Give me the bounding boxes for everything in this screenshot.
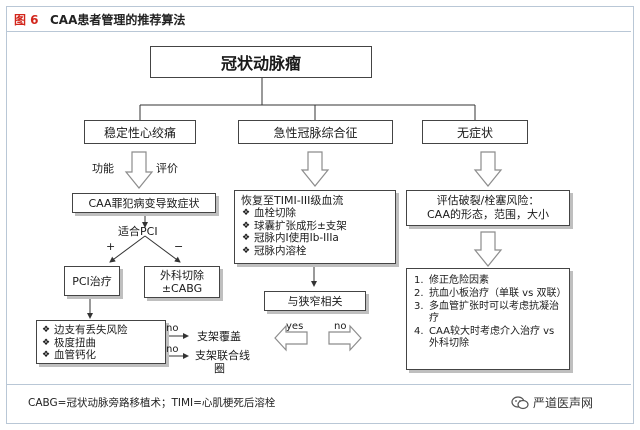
culprit-lesion-box: CAA罪犯病变导致症状	[72, 193, 216, 213]
hollow-arrow-no	[328, 324, 362, 352]
risk-assessment-box: 评估破裂/栓塞风险： CAA的形态，范围，大小	[406, 190, 570, 226]
acs-treatment-box: 恢复至TIMI-III级血流 ❖血栓切除 ❖球囊扩张成形±支架 ❖冠脉内I使用I…	[234, 190, 396, 264]
branch-acs: 急性冠脉综合征	[238, 120, 393, 144]
acs-step-item: ❖冠脉内溶栓	[242, 244, 307, 257]
figure-title: CAA患者管理的推荐算法	[50, 13, 186, 27]
footer-divider	[7, 384, 631, 385]
hollow-arrow-yes	[274, 324, 308, 352]
stent-cover-label: 支架覆盖	[197, 330, 241, 343]
wechat-icon	[511, 395, 529, 410]
surgery-line-1: 外科切除	[160, 269, 204, 282]
surgical-resection-box: 外科切除 ±CABG	[144, 266, 220, 298]
hollow-arrow-assess	[473, 231, 503, 267]
option-item: 2.抗血小板治疗（单联 vs 双联）	[414, 288, 567, 299]
hollow-arrow-stable	[124, 151, 154, 189]
yes-label: yes	[286, 321, 304, 332]
hollow-arrow-acs	[300, 151, 330, 187]
abbreviation-footnote: CABG=冠状动脉旁路移植术；TIMI=心肌梗死后溶栓	[28, 397, 276, 409]
stent-combo-line-1: 支架联合线	[195, 349, 250, 362]
branch-asymptomatic: 无症状	[422, 120, 528, 144]
management-options-box: 1.修正危险因素 2.抗血小板治疗（单联 vs 双联） 3.多血管扩张时可以考虑…	[406, 268, 570, 370]
surgery-line-2: ±CABG	[161, 282, 203, 295]
minus-sign: −	[174, 240, 184, 253]
no-label-acs: no	[334, 321, 347, 332]
acs-step-item: ❖血栓切除	[242, 207, 296, 219]
hollow-arrow-asym	[473, 151, 503, 187]
stenosis-related-box: 与狭窄相关	[264, 291, 366, 311]
figure-label: 图 6	[14, 13, 39, 27]
acs-step-item: ❖球囊扩张成形±支架	[242, 219, 347, 232]
pci-treatment-box: PCI治疗	[64, 266, 120, 296]
branch-stable-angina: 稳定性心绞痛	[84, 120, 196, 144]
option-item: 1.修正危险因素	[414, 275, 489, 286]
no-label-2: no	[166, 344, 179, 355]
assess-line-2: CAA的形态，范围，大小	[426, 208, 550, 221]
plus-sign: +	[106, 240, 116, 253]
restore-timi-label: 恢复至TIMI-III级血流	[241, 194, 344, 207]
risk-item: ❖边支有丢失风险	[42, 324, 128, 336]
acs-step-item: ❖冠脉内I使用Ib-IIIa	[242, 232, 339, 244]
root-node: 冠状动脉瘤	[150, 46, 372, 78]
watermark-text: 严道医声网	[533, 396, 594, 410]
option-item: 4.CAA较大时考虑介入治疗 vs 外科切除	[414, 326, 555, 349]
no-label-1: no	[166, 323, 179, 334]
figure-title-bar	[7, 7, 631, 32]
risk-item: ❖血管钙化	[42, 349, 96, 361]
function-label: 功能	[92, 162, 114, 175]
evaluation-label: 评价	[156, 162, 178, 175]
assess-line-1: 评估破裂/栓塞风险：	[436, 194, 540, 207]
risk-item: ❖极度扭曲	[42, 336, 96, 349]
option-item: 3.多血管扩张时可以考虑抗凝治疗	[414, 301, 559, 324]
pci-suitable-label: 适合PCI	[118, 225, 158, 238]
stent-combo-line-2: 圈	[214, 362, 225, 375]
watermark: 严道医声网	[511, 394, 593, 411]
risk-factors-box: ❖边支有丢失风险 ❖极度扭曲 ❖血管钙化	[36, 320, 166, 364]
